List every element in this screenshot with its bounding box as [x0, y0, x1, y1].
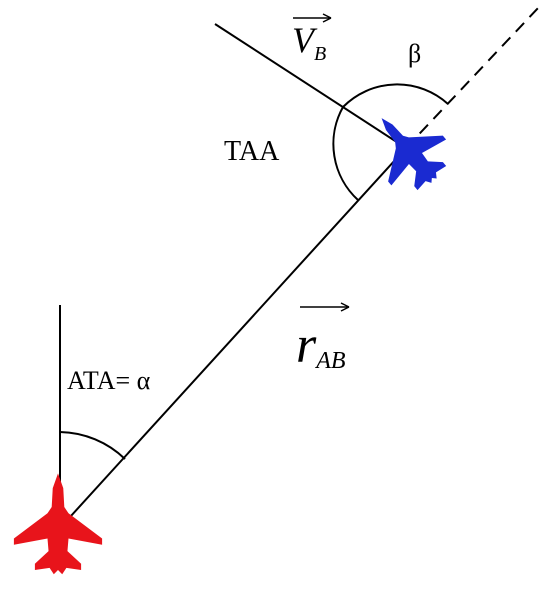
taa-label: TAA	[224, 136, 280, 167]
taa-angle-arc	[332, 106, 359, 201]
vb-vector-arrow	[293, 13, 332, 23]
ata-angle-arc	[59, 431, 126, 460]
line-of-sight-extension-dashed	[405, 5, 541, 149]
red-fighter-jet-icon	[13, 473, 103, 575]
velocity-line-b	[214, 23, 407, 149]
vb-label: VB	[292, 20, 326, 65]
ata-label: ATA= α	[67, 366, 151, 395]
beta-label: β	[408, 39, 421, 68]
beta-angle-arc	[342, 83, 449, 108]
line-of-sight-rab	[59, 147, 407, 529]
rab-label: rAB	[296, 317, 346, 374]
rab-vector-arrow	[300, 302, 350, 312]
